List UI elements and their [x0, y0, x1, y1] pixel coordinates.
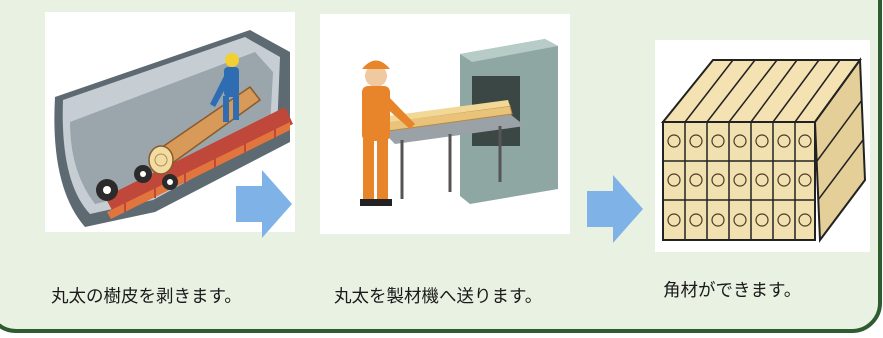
right-arrow-icon: [236, 170, 292, 238]
step-2-caption: 丸太を製材機へ送ります。: [334, 287, 543, 307]
right-arrow-icon: [587, 175, 643, 243]
sawmill-feeding-illustration: [320, 14, 570, 234]
step-1-caption: 丸太の樹皮を剥きます。: [51, 287, 242, 307]
step-3-caption: 角材ができます。: [663, 281, 802, 301]
stacked-lumber-illustration: [655, 40, 870, 252]
debarking-machine-illustration: [45, 12, 295, 232]
